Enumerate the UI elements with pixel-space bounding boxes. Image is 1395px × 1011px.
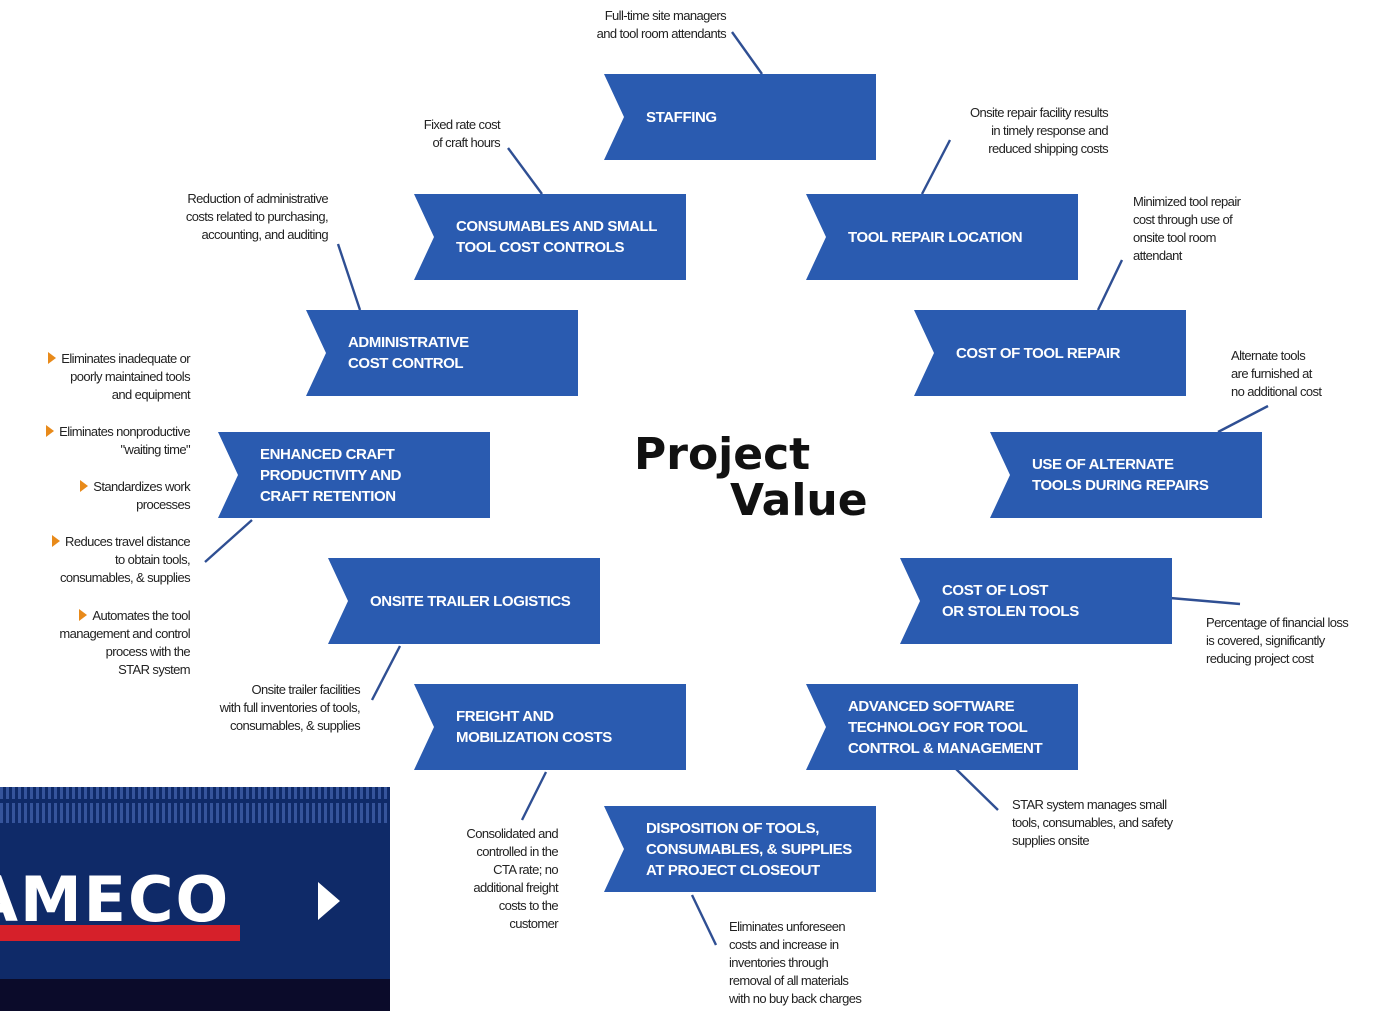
note-freight: Consolidated and controlled in the CTA r… <box>466 826 558 931</box>
connector-lost-stolen <box>1169 596 1241 606</box>
box-alternate-label: USE OF ALTERNATE TOOLS DURING REPAIRS <box>1032 456 1209 494</box>
bullet-text: Standardizes work processes <box>93 479 190 512</box>
box-enhanced: ENHANCED CRAFT PRODUCTIVITY AND CRAFT RE… <box>218 432 490 518</box>
ameco-logo: AMECO <box>0 863 231 936</box>
ameco-logo-banner[interactable]: AMECO <box>0 787 390 1011</box>
connector-onsite-trailer <box>370 645 402 701</box>
box-onsite-trailer: ONSITE TRAILER LOGISTICS <box>328 558 600 644</box>
red-stripe <box>0 925 240 941</box>
connector-freight <box>520 771 548 821</box>
bullet-item: Reduces travel distance to obtain tools,… <box>0 515 191 587</box>
box-tool-repair-location-label: TOOL REPAIR LOCATION <box>848 228 1023 246</box>
bullet-text: Automates the tool management and contro… <box>59 608 190 677</box>
box-software-label: ADVANCED SOFTWARE TECHNOLOGY FOR TOOL CO… <box>848 697 1043 757</box>
play-icon[interactable] <box>318 882 340 920</box>
box-disposition-label: DISPOSITION OF TOOLS, CONSUMABLES, & SUP… <box>646 819 852 879</box>
note-lost-stolen: Percentage of financial loss is covered,… <box>1206 615 1349 666</box>
note-onsite-trailer: Onsite trailer facilities with full inve… <box>219 682 361 733</box>
bullet-item: Standardizes work processes <box>0 460 191 514</box>
note-admin: Reduction of administrative costs relate… <box>185 191 329 242</box>
box-cost-tool-repair: COST OF TOOL REPAIR <box>914 310 1186 396</box>
orange-arrow-icon <box>52 535 61 547</box>
box-consumables-label: CONSUMABLES AND SMALL TOOL COST CONTROLS <box>456 218 658 256</box>
box-disposition: DISPOSITION OF TOOLS, CONSUMABLES, & SUP… <box>604 806 876 892</box>
logo-bottom-bar <box>0 979 390 1011</box>
connector-tool-repair-location <box>920 139 952 195</box>
box-consumables: CONSUMABLES AND SMALL TOOL COST CONTROLS <box>414 194 686 280</box>
box-tool-repair-location: TOOL REPAIR LOCATION <box>806 194 1078 280</box>
box-staffing: STAFFING <box>604 74 876 160</box>
connector-software <box>954 767 999 811</box>
title-value: Value <box>730 475 868 526</box>
box-freight: FREIGHT AND MOBILIZATION COSTS <box>414 684 686 770</box>
connector-admin <box>336 243 362 311</box>
box-freight-label: FREIGHT AND MOBILIZATION COSTS <box>456 708 612 746</box>
box-software: ADVANCED SOFTWARE TECHNOLOGY FOR TOOL CO… <box>806 684 1078 770</box>
bullet-text: Reduces travel distance to obtain tools,… <box>59 534 191 585</box>
box-alternate: USE OF ALTERNATE TOOLS DURING REPAIRS <box>990 432 1262 518</box>
orange-arrow-icon <box>46 425 55 437</box>
connector-staffing <box>731 31 763 75</box>
bullet-text: Eliminates inadequate or poorly maintain… <box>61 351 190 402</box>
bullet-item: Eliminates nonproductive "waiting time" <box>0 405 191 459</box>
title-project: Project <box>634 429 811 480</box>
bullet-item: Eliminates inadequate or poorly maintain… <box>0 332 191 404</box>
connector-cost-tool-repair <box>1096 259 1124 311</box>
note-staffing: Full-time site managers and tool room at… <box>596 8 727 41</box>
connector-disposition <box>690 894 718 946</box>
dot-pattern <box>0 787 390 823</box>
connector-alternate <box>1217 404 1269 434</box>
bullet-text: Eliminates nonproductive "waiting time" <box>59 424 190 457</box>
bullet-item: Automates the tool management and contro… <box>0 589 190 679</box>
connector-enhanced <box>204 519 253 563</box>
box-enhanced-label: ENHANCED CRAFT PRODUCTIVITY AND CRAFT RE… <box>260 445 402 505</box>
box-admin-label: ADMINISTRATIVE COST CONTROL <box>348 334 469 372</box>
orange-arrow-icon <box>79 609 88 621</box>
note-cost-tool-repair: Minimized tool repair cost through use o… <box>1133 194 1241 263</box>
orange-arrow-icon <box>80 480 89 492</box>
note-software: STAR system manages small tools, consuma… <box>1012 797 1173 848</box>
box-lost-stolen: COST OF LOST OR STOLEN TOOLS <box>900 558 1172 644</box>
connector-consumables <box>507 147 543 195</box>
note-disposition: Eliminates unforeseen costs and increase… <box>729 919 862 1006</box>
dot-pattern-gap <box>0 799 390 803</box>
note-tool-repair-location: Onsite repair facility results in timely… <box>969 105 1109 156</box>
box-lost-stolen-label: COST OF LOST OR STOLEN TOOLS <box>942 582 1079 620</box>
box-onsite-trailer-label: ONSITE TRAILER LOGISTICS <box>370 592 571 610</box>
box-cost-tool-repair-label: COST OF TOOL REPAIR <box>956 344 1121 362</box>
box-admin: ADMINISTRATIVE COST CONTROL <box>306 310 578 396</box>
orange-arrow-icon <box>48 352 57 364</box>
note-alternate: Alternate tools are furnished at no addi… <box>1231 348 1322 399</box>
note-consumables: Fixed rate cost of craft hours <box>423 117 501 150</box>
box-staffing-label: STAFFING <box>646 108 717 126</box>
